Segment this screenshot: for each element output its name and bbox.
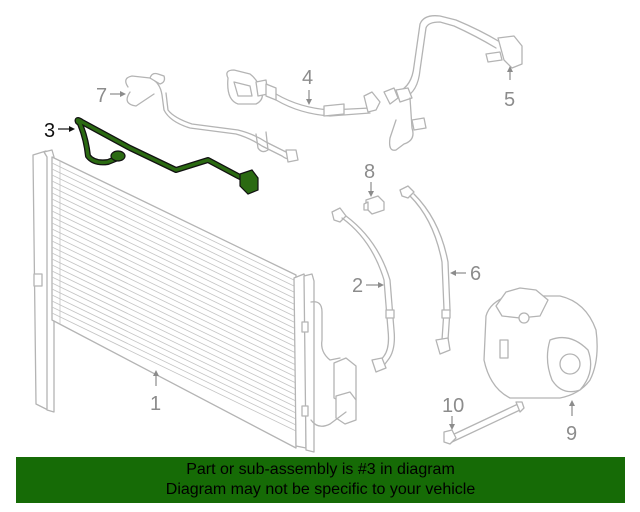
callout-label-4: 4 (302, 67, 313, 89)
callout-6: 6 (450, 263, 481, 285)
hose-part-2[interactable] (331, 207, 396, 373)
pipe-part-7[interactable] (125, 72, 299, 163)
callout-label-2: 2 (352, 275, 363, 297)
sensor-part-8[interactable] (363, 195, 385, 215)
callout-5: 5 (504, 66, 515, 111)
condenser-fins (51, 161, 297, 432)
callout-label-6: 6 (470, 263, 481, 285)
callout-7: 7 (96, 85, 126, 107)
hose-part-6[interactable] (399, 185, 451, 355)
hose-part-4[interactable] (226, 69, 381, 117)
callout-9: 9 (566, 400, 577, 445)
callout-10: 10 (442, 395, 464, 430)
pipe-part-3-highlighted[interactable] (74, 117, 259, 195)
pipe-part-5[interactable] (383, 15, 523, 151)
compressor-part-9[interactable] (483, 287, 598, 399)
callout-8: 8 (364, 161, 375, 197)
callout-3: 3 (44, 120, 75, 142)
callout-label-9: 9 (566, 423, 577, 445)
callout-label-3: 3 (44, 120, 55, 142)
callout-label-1: 1 (150, 393, 161, 415)
callout-1: 1 (150, 370, 161, 415)
bolt-part-10[interactable] (443, 401, 525, 445)
info-banner: Part or sub-assembly is #3 in diagram Di… (16, 457, 625, 503)
callout-label-10: 10 (442, 395, 464, 417)
condenser-part-1[interactable] (32, 149, 357, 453)
callout-label-8: 8 (364, 161, 375, 183)
callout-label-7: 7 (96, 85, 107, 107)
callout-4: 4 (302, 67, 313, 105)
callout-label-5: 5 (504, 89, 515, 111)
banner-line-disclaimer: Diagram may not be specific to your vehi… (165, 481, 476, 498)
callout-2: 2 (352, 275, 384, 297)
banner-line-part-number: Part or sub-assembly is #3 in diagram (186, 461, 455, 478)
